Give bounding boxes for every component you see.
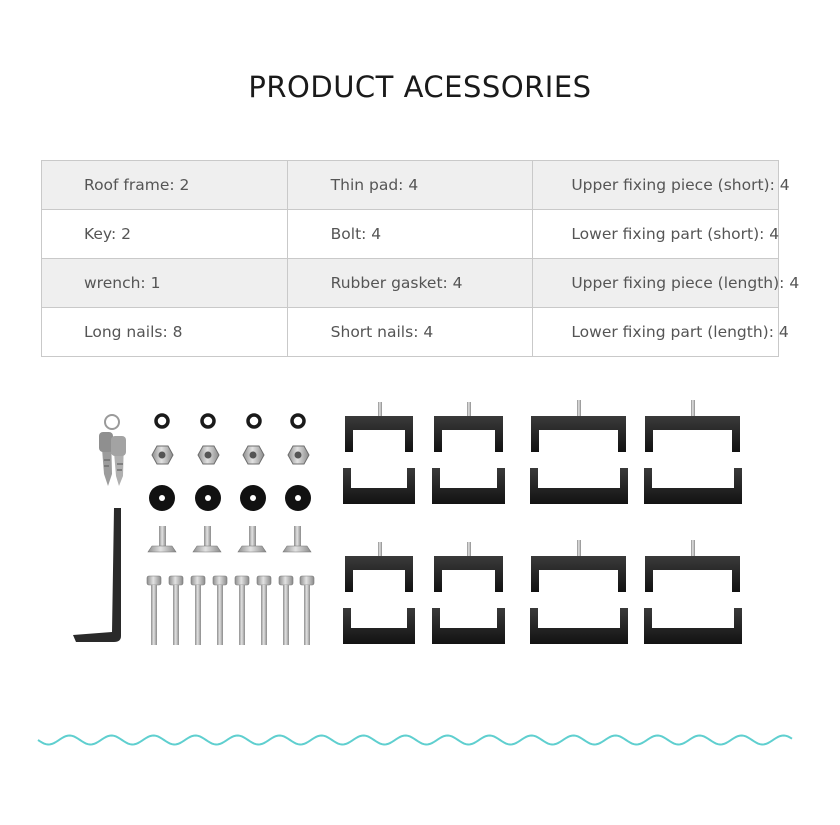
short-nail-icon bbox=[147, 526, 312, 553]
keys-icon bbox=[99, 414, 126, 486]
table-cell: Upper fixing piece (length): 4 bbox=[532, 258, 799, 308]
upper-fixing-piece-icon bbox=[345, 402, 503, 592]
table-row: wrench: 1 Rubber gasket: 4 Upper fixing … bbox=[41, 258, 799, 308]
upper-fixing-piece-icon bbox=[531, 400, 740, 592]
rubber-gasket-icon bbox=[149, 485, 311, 511]
long-nail-icon bbox=[146, 575, 315, 645]
table-cell: wrench: 1 bbox=[41, 258, 288, 308]
table-cell: Rubber gasket: 4 bbox=[286, 258, 534, 308]
lower-fixing-part-icon bbox=[343, 468, 505, 644]
table-cell: Lower fixing part (length): 4 bbox=[532, 307, 789, 357]
bolt-nut-icon bbox=[151, 445, 310, 465]
table-cell: Key: 2 bbox=[41, 209, 288, 259]
table-cell: Upper fixing piece (short): 4 bbox=[532, 160, 790, 210]
allen-wrench-icon bbox=[73, 508, 121, 642]
page-title: PRODUCT ACESSORIES bbox=[248, 70, 592, 104]
table-cell: Bolt: 4 bbox=[286, 209, 534, 259]
accessories-photo bbox=[73, 400, 742, 645]
table-row: Key: 2 Bolt: 4 Lower fixing part (short)… bbox=[41, 209, 779, 259]
table-cell: Roof frame: 2 bbox=[41, 160, 288, 210]
table-cell: Lower fixing part (short): 4 bbox=[532, 209, 779, 259]
table-cell: Long nails: 8 bbox=[41, 307, 288, 357]
thin-pad-icon bbox=[154, 413, 306, 429]
lower-fixing-part-icon bbox=[530, 468, 742, 644]
table-cell: Short nails: 4 bbox=[286, 307, 534, 357]
wave-divider-icon bbox=[37, 734, 793, 746]
table-cell: Thin pad: 4 bbox=[286, 160, 534, 210]
table-row: Roof frame: 2 Thin pad: 4 Upper fixing p… bbox=[41, 160, 790, 210]
accessories-table: Roof frame: 2 Thin pad: 4 Upper fixing p… bbox=[41, 160, 799, 357]
table-row: Long nails: 8 Short nails: 4 Lower fixin… bbox=[41, 307, 789, 357]
